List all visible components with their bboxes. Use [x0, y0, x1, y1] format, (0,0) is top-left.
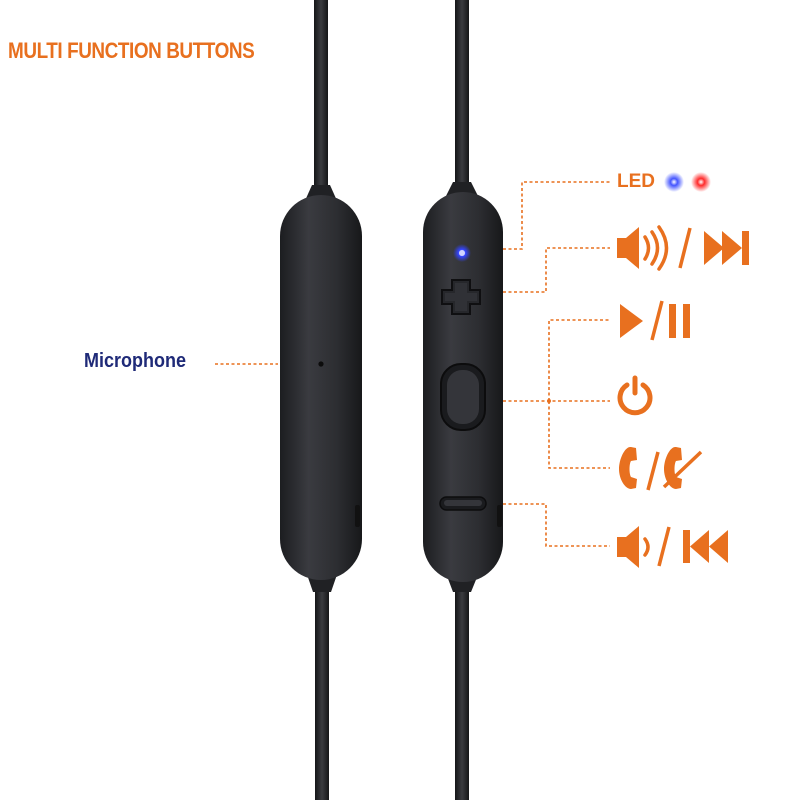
volume-up-leader: [503, 247, 610, 293]
volume-down-leader: [503, 503, 610, 547]
microphone-hole: [318, 361, 324, 367]
microphone-unit: [280, 0, 362, 800]
function-icons: [617, 225, 749, 568]
volume-up-button[interactable]: [441, 279, 481, 315]
leader-lines: [215, 181, 610, 547]
pause-icon: [669, 304, 690, 338]
answer-call-icon: [619, 446, 637, 489]
slash-2: [650, 300, 664, 341]
slash-3: [646, 451, 660, 491]
volume-up-icon: [617, 225, 669, 271]
led-label: LED: [617, 171, 655, 192]
diagram-title: MULTI FUNCTION BUTTONS: [8, 38, 255, 63]
slash-1: [678, 227, 692, 269]
left-cable-top: [314, 0, 328, 200]
microphone-label: Microphone: [84, 350, 187, 372]
led-indicator: [459, 250, 465, 256]
led-leader: [503, 181, 610, 250]
play-icon: [620, 304, 643, 338]
slash-4: [657, 526, 671, 567]
previous-track-icon: [683, 530, 728, 563]
button-unit: [423, 0, 503, 800]
led-red-dot: [691, 172, 711, 192]
next-track-icon: [704, 231, 749, 265]
left-cable-bottom: [315, 580, 329, 800]
call-branch: [548, 401, 610, 469]
volume-down-icon: [617, 526, 650, 568]
right-cable-bottom: [455, 580, 469, 800]
play-pause-branch: [548, 319, 610, 401]
power-icon: [617, 375, 653, 416]
volume-down-button[interactable]: [439, 496, 487, 511]
end-call-icon: [662, 446, 703, 489]
right-cable-top: [455, 0, 469, 200]
left-remote-body: [280, 195, 362, 580]
led-blue-dot: [664, 172, 684, 192]
multi-function-button[interactable]: [440, 363, 486, 431]
